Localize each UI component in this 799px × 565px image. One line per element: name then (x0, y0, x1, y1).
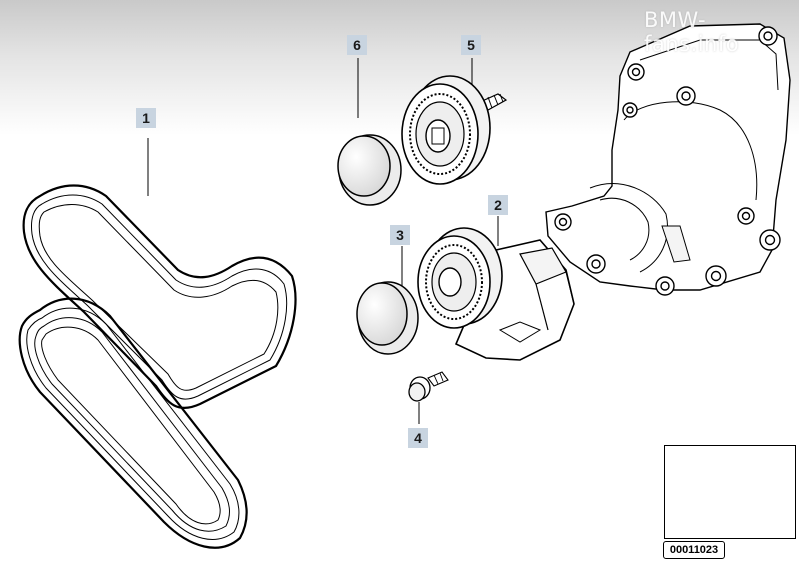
callout-tensioner: 2 (488, 195, 508, 215)
callout-tensioner-cap: 3 (390, 225, 410, 245)
callout-idler-cap: 6 (347, 35, 367, 55)
callout-bolt: 4 (408, 428, 428, 448)
ribbed-belt (18, 184, 297, 549)
idler-dust-cap (337, 134, 402, 206)
callout-belt: 1 (136, 108, 156, 128)
watermark-text: BMW-fans.info (644, 8, 740, 56)
part-number-label: 00011023 (663, 541, 725, 559)
vehicle-locator-frame (664, 445, 796, 539)
tensioner-dust-cap (356, 281, 419, 355)
hex-flange-bolt (408, 371, 449, 402)
idler-pulley (401, 75, 508, 185)
callout-idler-pulley: 5 (461, 35, 481, 55)
belt-tensioner (417, 227, 575, 361)
mounting-bracket (545, 23, 791, 296)
leader-lines (147, 58, 499, 424)
